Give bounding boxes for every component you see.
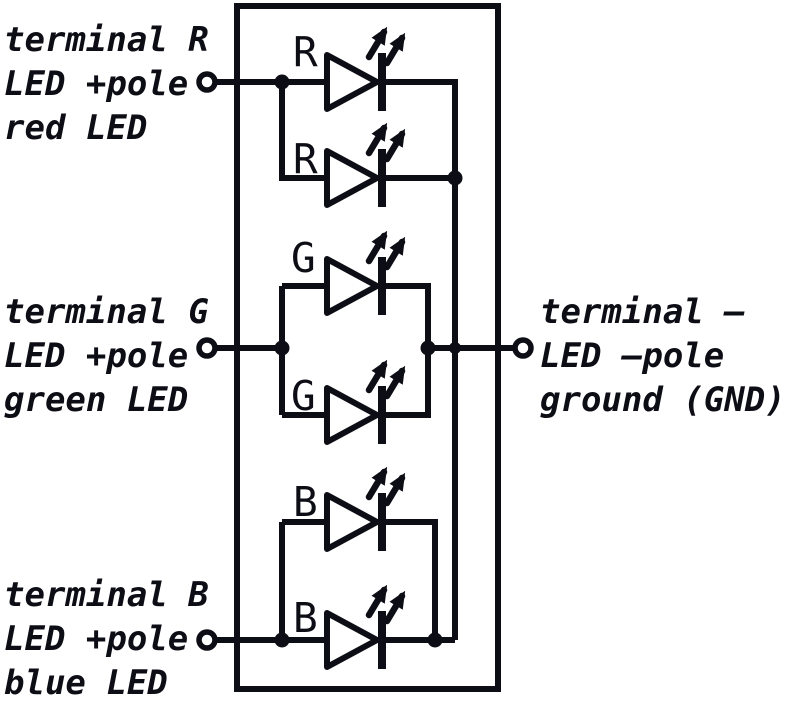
terminal-b-line1: terminal B: [4, 575, 209, 615]
terminal-gnd-line3: ground (GND): [540, 380, 786, 420]
terminal-g-line2: LED +pole: [4, 336, 188, 376]
wire-r-branch: [279, 82, 327, 181]
wire-r1-output-and-rail: [382, 79, 458, 640]
led-label-g2: G: [291, 372, 316, 420]
junction-dot: [274, 632, 290, 648]
led-symbols: [327, 32, 402, 669]
led-label-b1: B: [293, 478, 318, 526]
terminal-g-line1: terminal G: [4, 292, 209, 332]
terminal-r-pin: [196, 71, 218, 93]
wire-b1-output: [382, 519, 438, 640]
junction-dot: [427, 632, 443, 648]
terminal-r-line2: LED +pole: [4, 64, 188, 104]
terminal-r-line3: red LED: [4, 108, 147, 148]
junction-dot: [447, 170, 463, 186]
terminal-r-label: terminal R LED +pole red LED: [4, 20, 209, 148]
green-led-1-icon: [327, 236, 402, 315]
wires: [215, 79, 515, 643]
led-letter-labels: R R G G B B: [291, 28, 318, 642]
terminal-gnd-pin: [512, 337, 534, 359]
terminal-r-line1: terminal R: [4, 20, 209, 60]
junction-dot: [274, 340, 290, 356]
junction-dot: [420, 340, 436, 356]
junction-dot: [274, 74, 290, 90]
terminal-b-label: terminal B LED +pole blue LED: [4, 575, 209, 702]
led-label-g1: G: [291, 234, 316, 282]
terminal-gnd-label: terminal – LED –pole ground (GND): [540, 292, 786, 420]
led-label-r2: R: [293, 135, 318, 183]
red-led-1-icon: [327, 32, 402, 111]
junction-dots: [274, 74, 463, 648]
blue-led-1-icon: [327, 472, 402, 551]
terminal-b-pin: [196, 629, 218, 651]
terminal-g-pin: [196, 337, 218, 359]
terminal-pins: [196, 71, 534, 651]
red-led-2-icon: [327, 128, 402, 207]
led-label-r1: R: [293, 28, 318, 76]
blue-led-2-icon: [327, 590, 402, 669]
terminal-gnd-line1: terminal –: [540, 292, 745, 332]
terminal-g-label: terminal G LED +pole green LED: [4, 292, 209, 420]
green-led-2-icon: [327, 365, 402, 444]
terminal-g-line3: green LED: [4, 380, 188, 420]
led-label-b2: B: [293, 594, 318, 642]
terminal-b-line3: blue LED: [4, 663, 168, 702]
terminal-gnd-line2: LED –pole: [540, 336, 724, 376]
junction-dot: [449, 342, 461, 354]
terminal-b-line2: LED +pole: [4, 619, 188, 659]
